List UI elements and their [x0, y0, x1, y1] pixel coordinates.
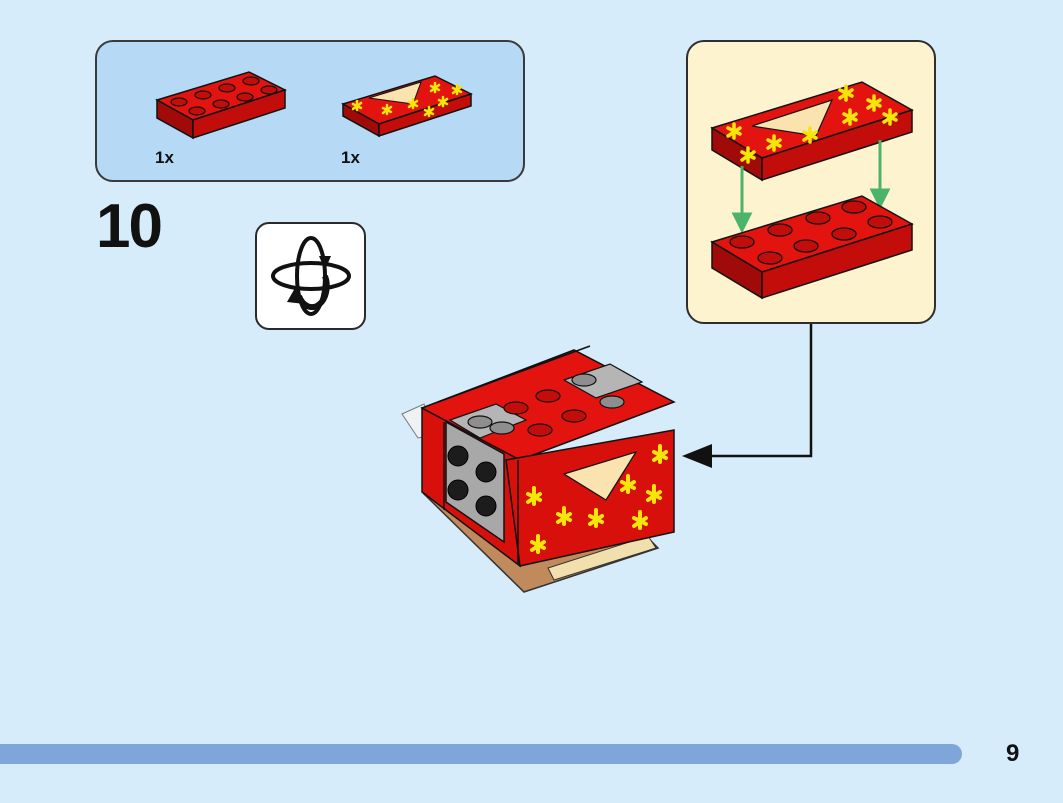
part-qty-1: 1x	[155, 148, 174, 167]
rotate-model-icon	[271, 236, 351, 316]
parts-list-box: 1x 1x	[95, 40, 525, 182]
model-assembly-illustration	[401, 345, 676, 593]
part-qty-2: 1x	[341, 148, 360, 167]
callout-assembly-diagram	[710, 81, 914, 300]
rotate-model-box	[255, 222, 366, 330]
printed-plate-2x4-icon	[341, 75, 473, 138]
red-plate-2x4-icon	[155, 71, 287, 140]
sub-assembly-callout	[686, 40, 936, 324]
footer-progress-bar	[0, 744, 962, 764]
page-number: 9	[1006, 740, 1020, 767]
step-number: 10	[96, 192, 163, 261]
